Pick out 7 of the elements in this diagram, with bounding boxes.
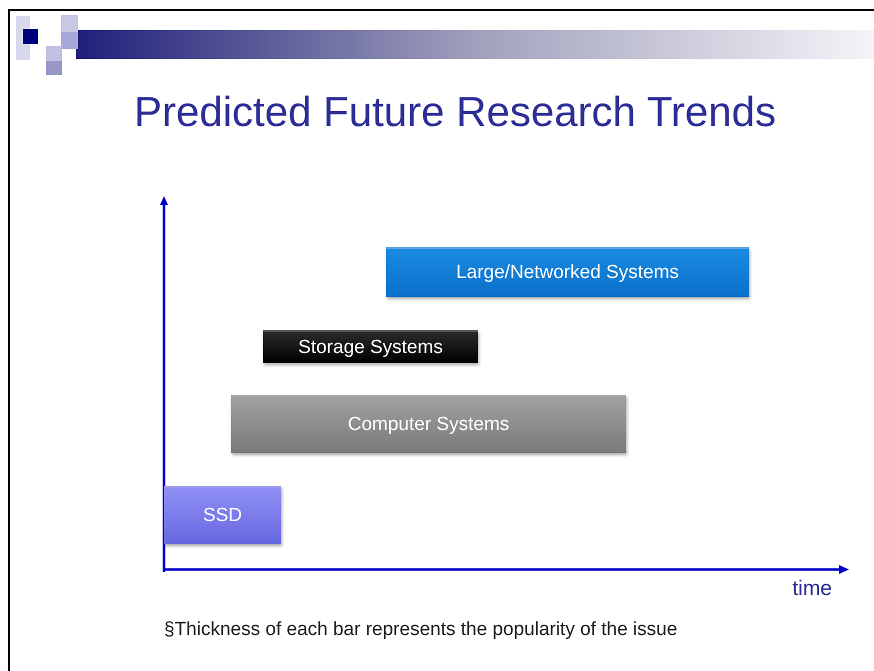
slide-title: Predicted Future Research Trends — [133, 88, 777, 136]
timeline-bar: Large/Networked Systems — [386, 247, 749, 297]
footnote: §Thickness of each bar represents the popularity of the issue — [164, 619, 678, 641]
timeline-bar: SSD — [164, 486, 281, 544]
axis-label: time — [791, 577, 832, 601]
timeline-bar: Computer Systems — [231, 395, 626, 453]
timeline-bar: Storage Systems — [263, 330, 478, 363]
